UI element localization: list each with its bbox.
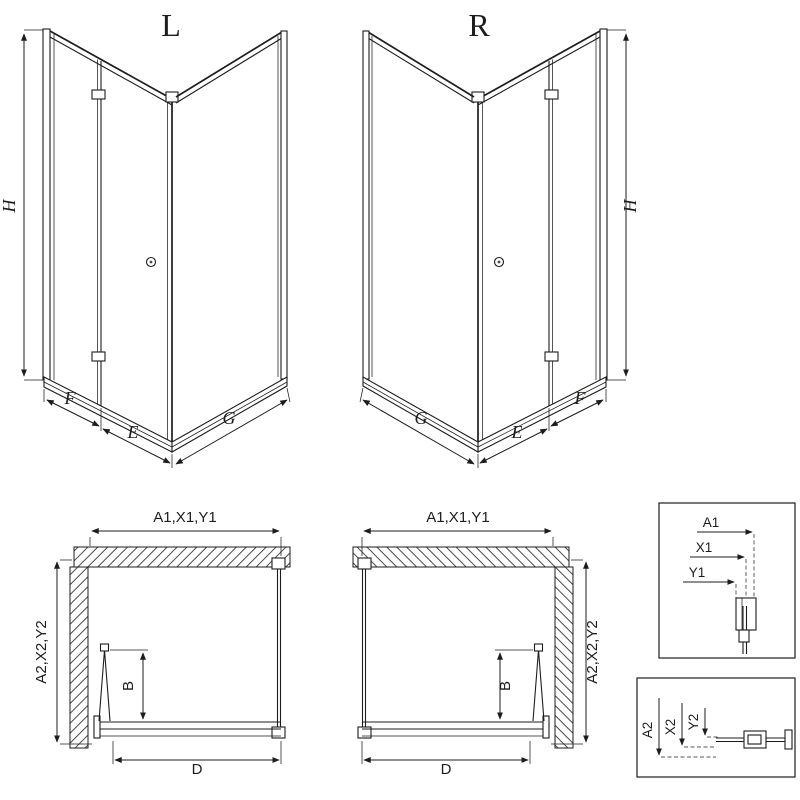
detail-x1-label: X1 — [696, 540, 713, 555]
door-extension-label-left: B — [120, 681, 137, 691]
side-panel-label-right: G — [415, 408, 428, 428]
height-label-left: H — [0, 199, 19, 214]
fold-inner-label-left: E — [127, 422, 139, 442]
detail-a1-label: A1 — [703, 515, 720, 530]
plan-width-dims-label-right: A1,X1,Y1 — [426, 509, 489, 526]
iso-view-right: R H F E G — [360, 7, 640, 468]
fold-inner-label-right: E — [511, 422, 523, 442]
plan-view-right: A1,X1,Y1 A2,X2,Y2 B D — [353, 509, 601, 778]
iso-view-left: L H F E G — [0, 7, 290, 468]
wall-profile-detail-vertical — [735, 597, 757, 654]
detail-y2-label: Y2 — [686, 714, 701, 731]
wall-profile-detail-horizontal — [716, 729, 793, 750]
detail-x2-label: X2 — [663, 719, 678, 736]
detail-a2-label: A2 — [640, 722, 655, 739]
plan-width-dims-label-left: A1,X1,Y1 — [153, 509, 216, 526]
door-extension-label-right: B — [497, 681, 514, 691]
plan-depth-dims-label-right: A2,X2,Y2 — [584, 620, 601, 683]
entry-width-label-right: D — [441, 761, 452, 778]
entry-width-label-left: D — [192, 761, 203, 778]
side-panel-label-left: G — [223, 408, 236, 428]
variant-label-left: L — [161, 7, 181, 43]
plan-depth-dims-label-left: A2,X2,Y2 — [33, 620, 50, 683]
fold-outer-label-left: F — [64, 388, 77, 408]
height-label-right: H — [620, 199, 640, 214]
plan-view-left: A1,X1,Y1 A2,X2,Y2 B D — [33, 509, 290, 778]
detail-box-top: A1 X1 Y1 — [658, 502, 796, 659]
fold-outer-label-right: F — [574, 388, 587, 408]
detail-y1-label: Y1 — [689, 565, 706, 580]
detail-box-bottom: A2 X2 Y2 — [636, 677, 796, 778]
variant-label-right: R — [468, 7, 490, 43]
